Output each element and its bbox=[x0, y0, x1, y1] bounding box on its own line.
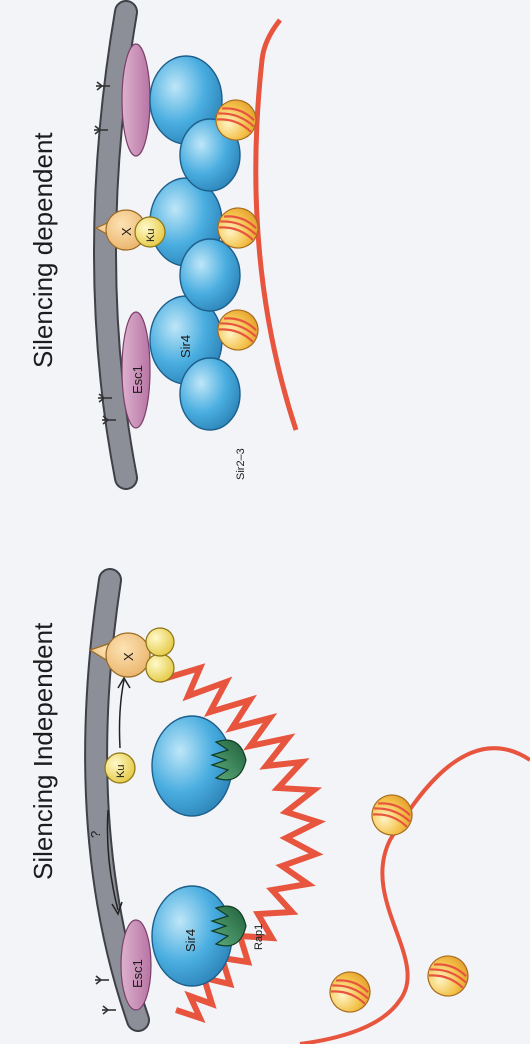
ku-icon: Ku bbox=[135, 217, 165, 247]
x-label: X bbox=[121, 652, 136, 661]
nucleosome-icon bbox=[366, 789, 417, 840]
esc1-label: Esc1 bbox=[130, 365, 145, 394]
sir23-protein bbox=[180, 358, 240, 430]
question-mark: ? bbox=[88, 831, 103, 838]
sir23-protein bbox=[180, 239, 240, 311]
arrow-to-x bbox=[120, 680, 125, 748]
sir4-protein: Sir4 bbox=[152, 886, 232, 986]
sir4-label: Sir4 bbox=[183, 929, 198, 952]
panel-title-dependent: Silencing dependent bbox=[28, 132, 58, 368]
nucleosome-icon bbox=[324, 966, 375, 1017]
esc1-protein bbox=[122, 44, 150, 156]
nucleosome-icon bbox=[422, 950, 473, 1001]
rap1-label: Rap1 bbox=[253, 924, 265, 950]
ku-label: Ku bbox=[145, 229, 157, 242]
panel-silencing-dependent: Silencing dependent Esc1 Sir4 Sir2–3 bbox=[28, 12, 296, 480]
dna-strand-dependent bbox=[256, 20, 296, 430]
ku-label: Ku bbox=[115, 765, 127, 778]
esc1-label: Esc1 bbox=[130, 959, 145, 988]
x-label: X bbox=[119, 227, 134, 236]
anchor-mark bbox=[102, 1006, 116, 1014]
esc1-protein: Esc1 bbox=[121, 920, 151, 1010]
sir4-label: Sir4 bbox=[178, 335, 193, 358]
ku-icon: Ku bbox=[105, 753, 135, 783]
panel-silencing-independent: Silencing Independent Esc1 Sir4 Rap1 bbox=[28, 580, 530, 1044]
panel-title-independent: Silencing Independent bbox=[28, 622, 58, 880]
anchor-mark bbox=[95, 976, 109, 984]
sir23-label: Sir2–3 bbox=[235, 448, 247, 480]
esc1-protein: Esc1 bbox=[122, 312, 150, 428]
